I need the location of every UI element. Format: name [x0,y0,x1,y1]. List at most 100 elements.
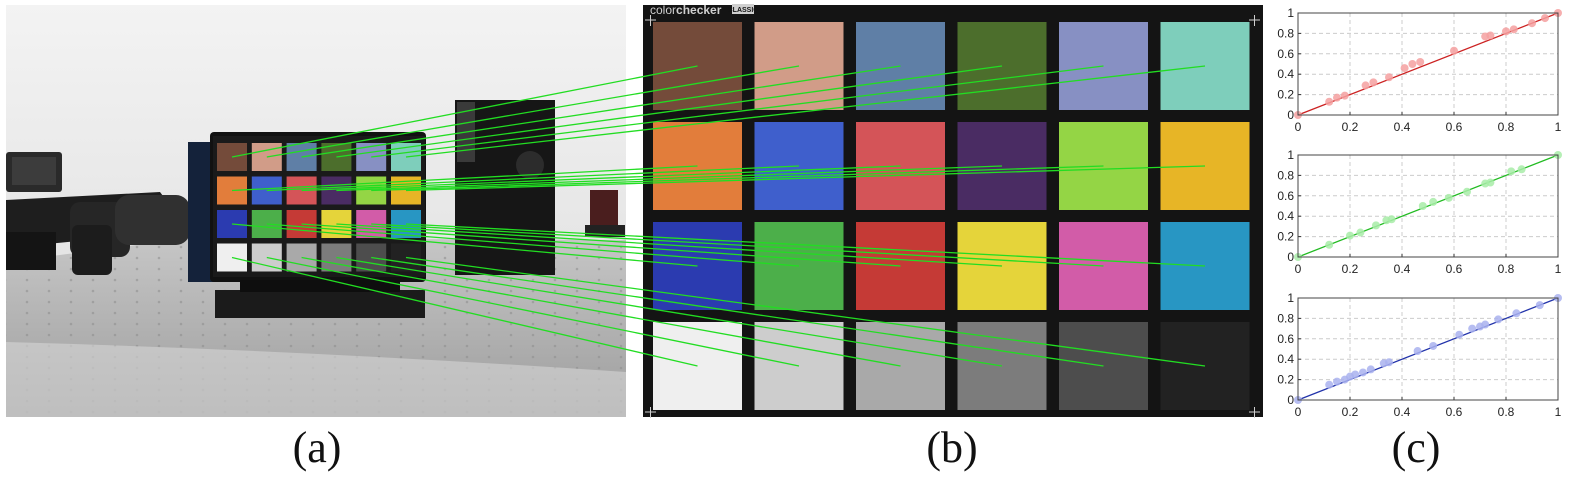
y-tick-label: 0 [1287,250,1294,264]
y-tick-label: 1 [1287,6,1294,20]
data-point [1351,370,1360,379]
data-point [1481,320,1490,329]
x-tick-label: 0.8 [1498,262,1515,276]
correspondence-line [266,256,800,367]
data-point [1429,197,1438,206]
checker-brand: colorchecker [650,3,722,17]
small-colorchecker [213,136,425,277]
data-point [1385,73,1393,82]
data-point [1463,187,1471,196]
checker-background [643,5,1263,417]
x-tick-label: 1 [1555,405,1562,419]
data-point [1541,14,1549,23]
data-point [1535,301,1544,310]
y-tick-label: 0 [1287,108,1294,122]
x-tick-label: 0.4 [1394,262,1411,276]
data-point [1366,365,1375,374]
y-tick-label: 0.8 [1277,168,1294,182]
data-point [1418,202,1427,210]
camera-lens [115,195,190,245]
correspondence-line [371,223,1104,267]
correspondence-line [336,223,1003,267]
correspondence-line [301,165,901,192]
data-point [1387,215,1396,224]
data-point [1486,178,1495,187]
data-point [1429,341,1438,350]
panel-label-b: (b) [926,423,978,472]
correspondence-line [371,165,1104,192]
data-point [1346,231,1354,240]
x-tick-label: 0.6 [1446,405,1463,419]
data-point [1486,31,1495,40]
correspondence-line [231,223,698,267]
small-checker-frame [213,136,425,277]
correspondence-line [371,65,1104,158]
data-point [1340,91,1349,100]
data-point [1509,25,1518,34]
correspondence-line [231,165,698,192]
chart-stand-base [215,290,425,318]
panel-label-a: (a) [292,423,342,472]
data-point [1468,324,1477,333]
data-point [1512,309,1521,318]
data-point [1333,377,1341,386]
data-point [1400,64,1409,73]
camera-grip [72,225,112,275]
correspondence-line [301,65,901,158]
data-point [1325,380,1334,389]
data-point [1517,165,1526,174]
correspondence-line [301,256,901,367]
y-tick-label: 0.4 [1277,67,1294,81]
checker-brand-tag-bg [732,4,754,14]
checker-brand-tag: CLASSIC [728,7,759,14]
correspondence-line [231,65,698,158]
y-tick-label: 1 [1287,148,1294,162]
monitor-screen [12,157,56,185]
x-tick-label: 0.4 [1394,405,1411,419]
y-tick-label: 0.4 [1277,209,1294,223]
data-point [1325,240,1334,249]
y-tick-label: 0.6 [1277,332,1294,346]
y-tick-label: 0.8 [1277,26,1294,40]
x-tick-label: 0.2 [1342,262,1359,276]
x-tick-label: 0.6 [1446,262,1463,276]
y-tick-label: 0 [1287,393,1294,407]
data-point [1507,167,1516,176]
x-tick-label: 0.4 [1394,120,1411,134]
y-tick-label: 0.6 [1277,189,1294,203]
x-tick-label: 0.8 [1498,120,1515,134]
mount-block [6,232,56,270]
correspondence-lines [231,65,1206,367]
data-point [1356,228,1365,237]
data-point [1494,315,1503,324]
correspondence-line [301,223,901,267]
y-tick-label: 0.8 [1277,311,1294,325]
correspondence-line [405,223,1206,267]
data-point [1385,358,1393,367]
y-tick-label: 0.2 [1277,88,1294,102]
x-tick-label: 1 [1555,262,1562,276]
x-tick-label: 1 [1555,120,1562,134]
y-tick-label: 0.6 [1277,47,1294,61]
x-tick-label: 0.6 [1446,120,1463,134]
x-tick-label: 0 [1295,405,1302,419]
data-point [1413,347,1422,356]
data-point [1444,193,1453,202]
data-point [1528,19,1536,28]
correspondence-line [371,256,1104,367]
plot-frame [1297,154,1559,258]
x-tick-label: 0.2 [1342,120,1359,134]
light-source-port [516,151,544,179]
crosshair-marks [645,15,1260,418]
correspondence-line [405,256,1206,367]
x-tick-label: 0.8 [1498,405,1515,419]
data-point [1369,78,1378,87]
y-tick-label: 0.2 [1277,230,1294,244]
x-tick-label: 0.2 [1342,405,1359,419]
data-point [1502,27,1510,36]
chart-stand-neck [240,280,400,292]
data-point [1359,368,1367,377]
correspondence-line [336,256,1003,367]
